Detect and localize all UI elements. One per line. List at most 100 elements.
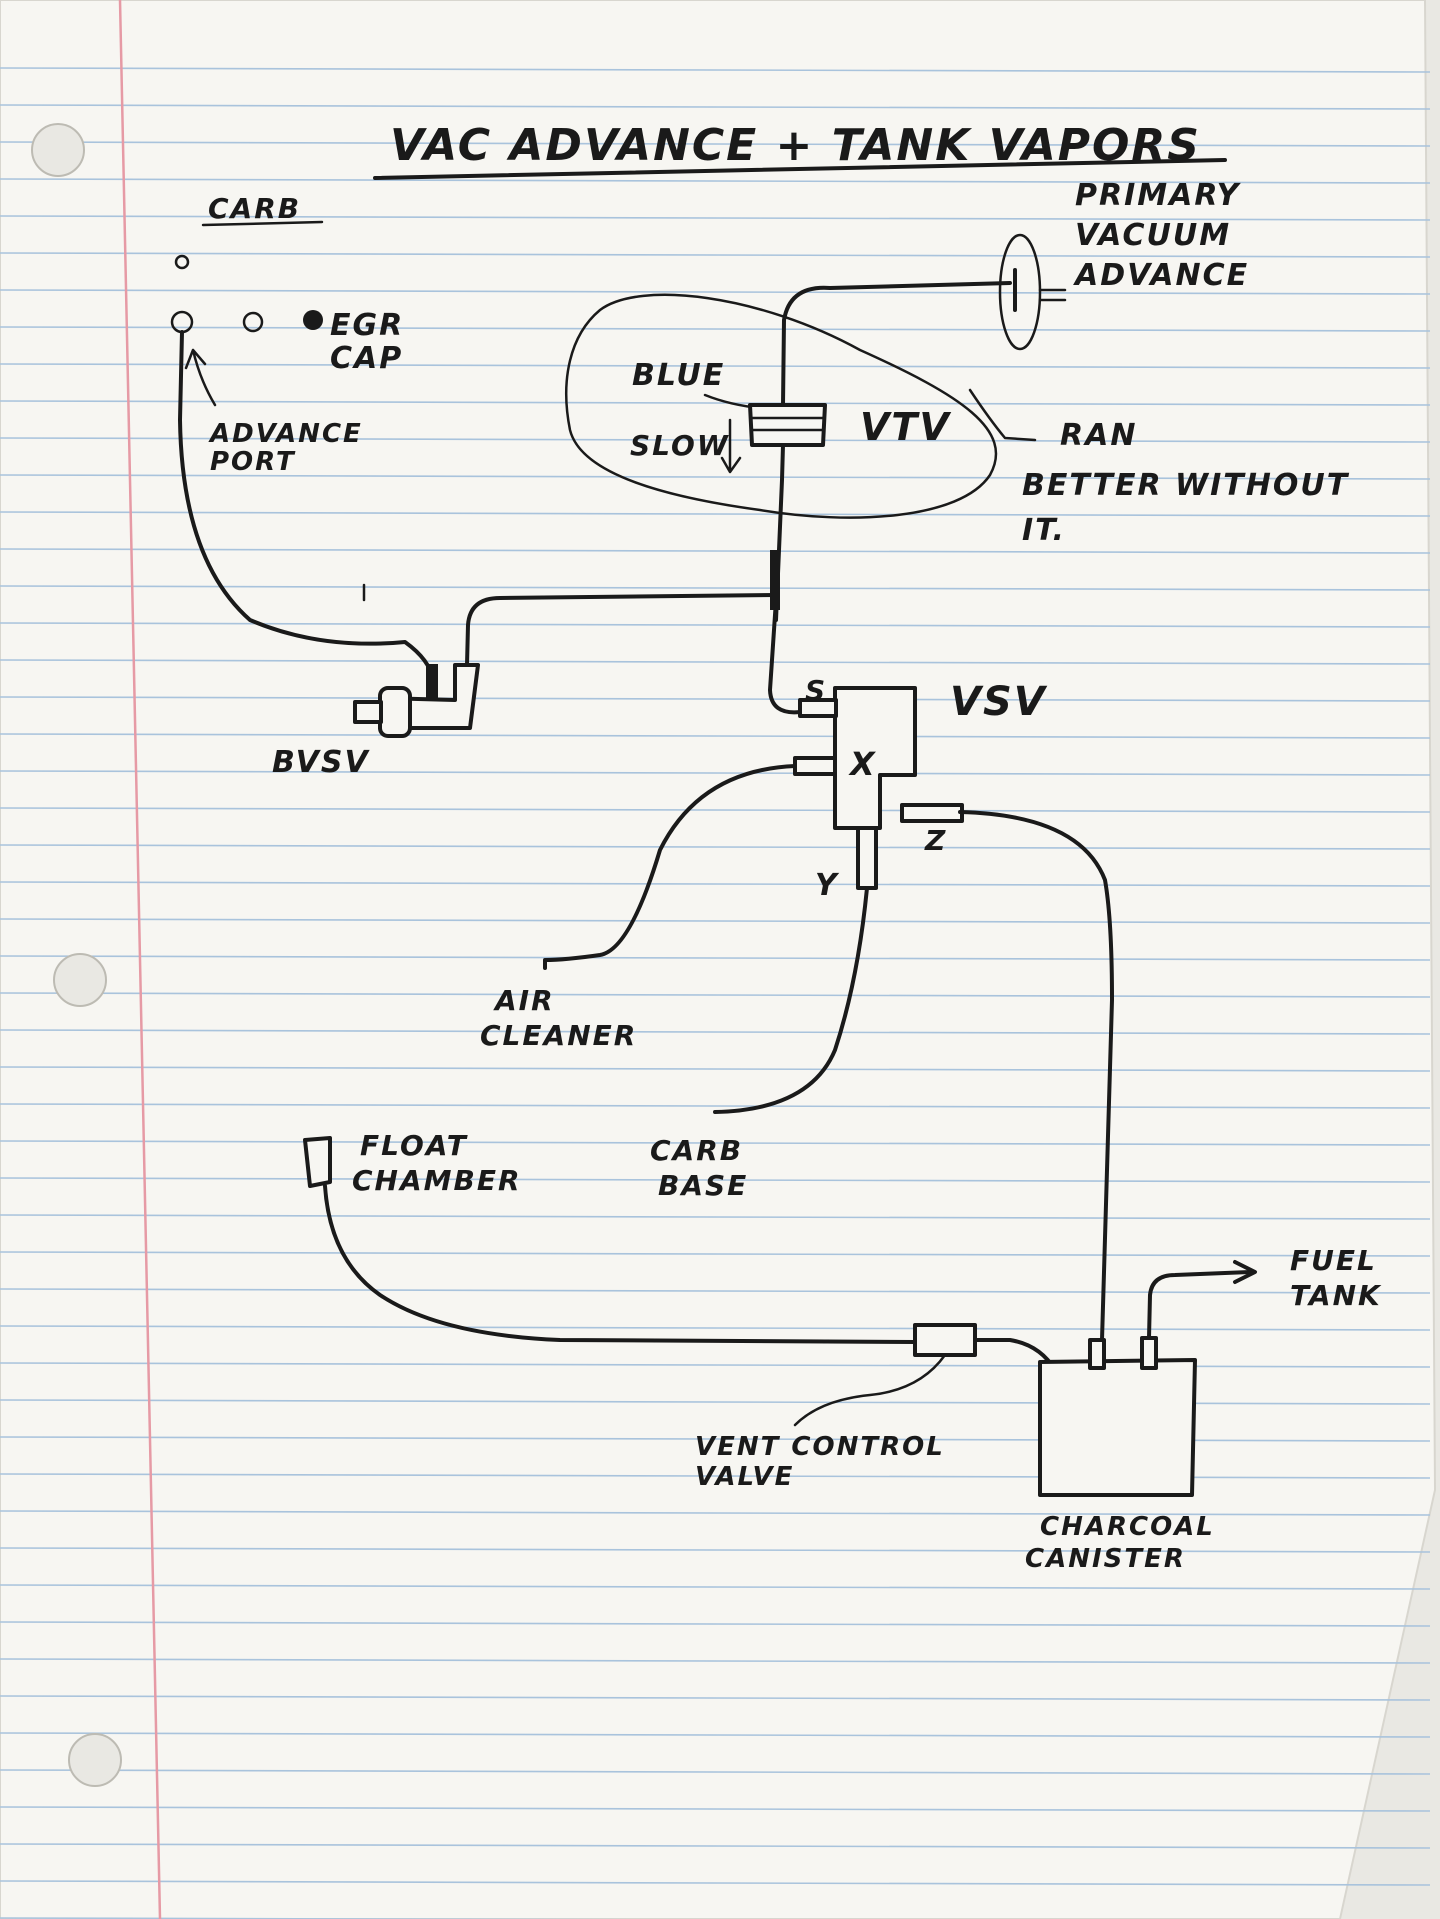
ruled-line [0, 252, 1431, 258]
vacuum-advance-diaphragm [998, 233, 1042, 351]
hose-connector [770, 550, 780, 610]
carb-underline [201, 220, 324, 227]
vsv-port-s [798, 698, 838, 718]
vsv-port-s-label: S [805, 674, 827, 707]
advance-port-arrow [184, 348, 217, 407]
ruled-line [0, 1621, 1431, 1627]
vtv-note-2: BETTER WITHOUT [1022, 468, 1350, 503]
egr-cap-label-2: CAP [330, 341, 403, 376]
primary-label-2: VACUUM [1075, 218, 1231, 253]
ruled-line [0, 326, 1431, 332]
float-chamber-label-1: FLOAT [360, 1129, 468, 1162]
ruled-line [0, 1695, 1431, 1701]
carb-label: CARB [208, 192, 301, 225]
egr-cap-label-1: EGR [330, 308, 404, 343]
ruled-line [0, 1880, 1431, 1886]
bvsv-label: BVSV [272, 745, 370, 780]
air-cleaner-label-2: CLEANER [480, 1019, 637, 1052]
ruled-line [0, 1658, 1431, 1664]
primary-label-1: PRIMARY [1075, 178, 1242, 213]
ruled-line [0, 215, 1431, 221]
carb-port-dot [174, 254, 190, 270]
ruled-line [0, 1769, 1431, 1775]
ruled-line [0, 1510, 1431, 1516]
ruled-line [0, 807, 1431, 813]
ruled-line [0, 918, 1431, 924]
bvsv-thermo-head [378, 686, 412, 738]
vtv-valve-body [748, 403, 827, 447]
vsv-port-x [793, 756, 837, 776]
ruled-line [0, 1547, 1431, 1553]
ruled-line [0, 1029, 1431, 1035]
ruled-line [0, 622, 1431, 628]
ruled-line [0, 1177, 1431, 1183]
hose-vtv-to-advance [781, 281, 1012, 407]
slow-label: SLOW [630, 429, 730, 462]
vsv-port-z-label: Z [924, 824, 947, 857]
canister-label-2: CANISTER [1025, 1544, 1186, 1574]
ruled-line [0, 363, 1431, 369]
ruled-line [0, 289, 1431, 295]
ruled-line [0, 141, 1431, 147]
ruled-line [0, 770, 1431, 776]
ruled-line [0, 511, 1431, 517]
ruled-line [0, 548, 1431, 554]
vcv-pointer [793, 1353, 947, 1427]
vcv-label-1: VENT CONTROL [695, 1432, 945, 1462]
carb-port-circle [242, 311, 264, 333]
vtv-label: VTV [860, 405, 951, 449]
ruled-line [0, 1806, 1431, 1812]
ruled-line [0, 696, 1431, 702]
canister-inlet-port [1088, 1338, 1106, 1370]
ruled-line [0, 178, 1431, 184]
vsv-port-z [900, 803, 964, 823]
hose-vsv-z-to-canister [958, 810, 1114, 1342]
carb-base-label-1: CARB [650, 1134, 743, 1167]
vsv-body [833, 686, 917, 830]
hose-vsv-y-to-carb-base [713, 886, 869, 1114]
blue-label: BLUE [632, 358, 725, 393]
vsv-port-y-label: Y [815, 868, 840, 903]
ruled-line [0, 1288, 1431, 1294]
vsv-port-x-label: X [848, 745, 877, 783]
fuel-tank-arrow [1233, 1260, 1257, 1284]
punch-hole-top [31, 123, 85, 177]
ruled-line [0, 1325, 1431, 1331]
hose-bvsv-to-junction [465, 593, 779, 667]
ruled-line [0, 1732, 1431, 1738]
vtv-note-pointer [968, 388, 1037, 442]
advance-port-label-1: ADVANCE [208, 419, 363, 449]
vent-control-valve [913, 1323, 977, 1357]
ruled-line [0, 474, 1431, 480]
vtv-note-1: RAN [1060, 418, 1137, 453]
ruled-line [0, 437, 1431, 443]
fuel-tank-label-2: TANK [1290, 1279, 1382, 1312]
float-chamber-box [303, 1136, 332, 1188]
float-chamber-label-2: CHAMBER [352, 1164, 522, 1197]
bvsv-black-band [426, 664, 438, 700]
ruled-line [0, 67, 1431, 73]
hose-advance-port-to-bvsv [178, 330, 435, 682]
slow-arrow [720, 418, 742, 474]
vtv-enclosure [565, 293, 998, 519]
vsv-port-y [856, 826, 878, 890]
air-cleaner-label-1: AIR [493, 984, 555, 1017]
ruled-line [0, 992, 1431, 998]
vtv-note-3: IT. [1022, 513, 1066, 548]
advance-port-label-2: PORT [210, 447, 296, 477]
hose-canister-to-fuel-tank [1147, 1270, 1252, 1340]
carb-base-label-2: BASE [658, 1169, 748, 1202]
ruled-line [0, 659, 1431, 665]
hose-vsv-x-to-air-cleaner [543, 764, 797, 970]
ruled-line [0, 1140, 1431, 1146]
punch-hole-bottom [68, 1733, 122, 1787]
vsv-label: VSV [950, 679, 1048, 725]
vacuum-advance-rod [1038, 288, 1067, 302]
fuel-tank-label-1: FUEL [1290, 1244, 1377, 1277]
primary-label-3: ADVANCE [1073, 258, 1249, 293]
egr-port-capped [303, 310, 323, 330]
ruled-line [0, 585, 1431, 591]
title-underline [373, 158, 1227, 180]
ruled-line [0, 733, 1431, 739]
